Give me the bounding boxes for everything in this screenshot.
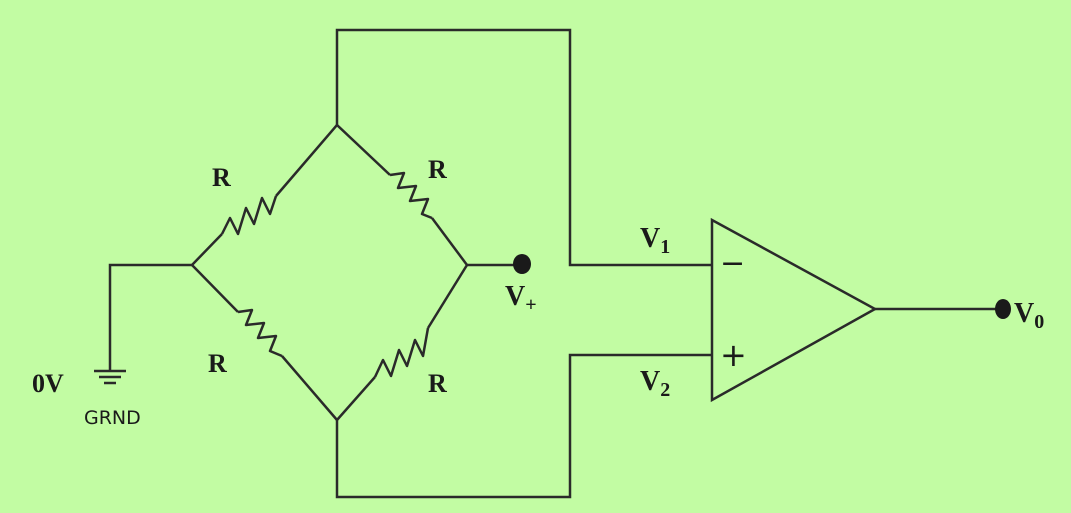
resistor-top-left — [191, 124, 338, 266]
opamp-triangle — [710, 217, 878, 403]
ground-voltage-label: 0V — [32, 369, 64, 398]
resistor-bottom-left — [191, 264, 338, 421]
resistor-label-top-right: R — [428, 155, 447, 184]
vplus-label: V+ — [505, 281, 537, 316]
wire-top-to-v1 — [335, 28, 712, 267]
wire-left-to-ground — [108, 263, 192, 370]
resistor-label-bottom-right: R — [428, 369, 447, 398]
resistor-label-top-left: R — [212, 163, 231, 192]
v0-label: V0 — [1014, 298, 1044, 333]
vplus-terminal-dot — [513, 254, 531, 274]
ground-icon — [94, 369, 126, 385]
opamp-noninverting-sign: + — [720, 336, 747, 374]
resistor-top-right — [336, 124, 469, 266]
ground-caption: GRND — [84, 407, 141, 429]
v0-terminal-dot — [995, 299, 1011, 319]
wire-bottom-to-v2 — [335, 353, 712, 499]
v1-label: V1 — [640, 223, 670, 258]
resistor-label-bottom-left: R — [208, 349, 227, 378]
opamp-inverting-sign: − — [720, 246, 745, 281]
resistor-bottom-right — [336, 264, 469, 421]
v2-label: V2 — [640, 366, 670, 401]
